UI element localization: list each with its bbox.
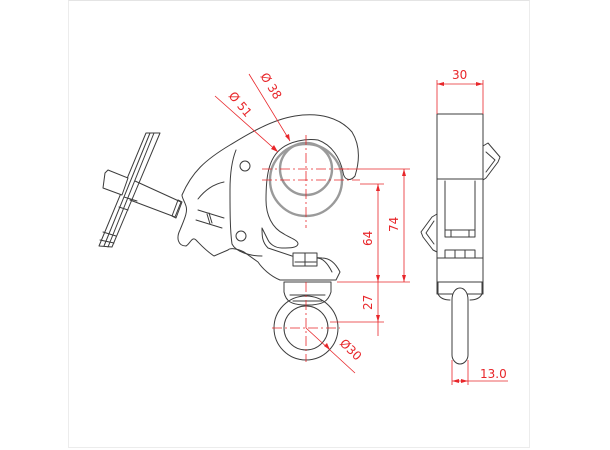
dim-diameter-38: Ø 38 [257, 70, 284, 102]
side-view: 30 13.0 [420, 68, 508, 385]
dim-height-64: 64 [361, 231, 375, 246]
diameter-leaders [214, 73, 291, 153]
clamp-body [177, 114, 359, 281]
wing-knob-icon [98, 132, 183, 248]
side-dimensions [436, 80, 508, 385]
dim-width-30: 30 [452, 68, 467, 82]
front-view: Ø 51 Ø 38 64 74 27 Ø30 [98, 70, 410, 374]
rivet-icon [235, 230, 247, 242]
dim-eye-offset-27: 27 [361, 295, 375, 310]
dim-diameter-51: Ø 51 [226, 89, 255, 120]
dim-eye-thickness-13: 13.0 [480, 367, 507, 381]
height-dimensions [330, 168, 410, 336]
dim-eye-diameter-30: Ø30 [337, 336, 365, 363]
dim-height-74: 74 [387, 217, 401, 232]
rivet-icon [239, 160, 251, 172]
